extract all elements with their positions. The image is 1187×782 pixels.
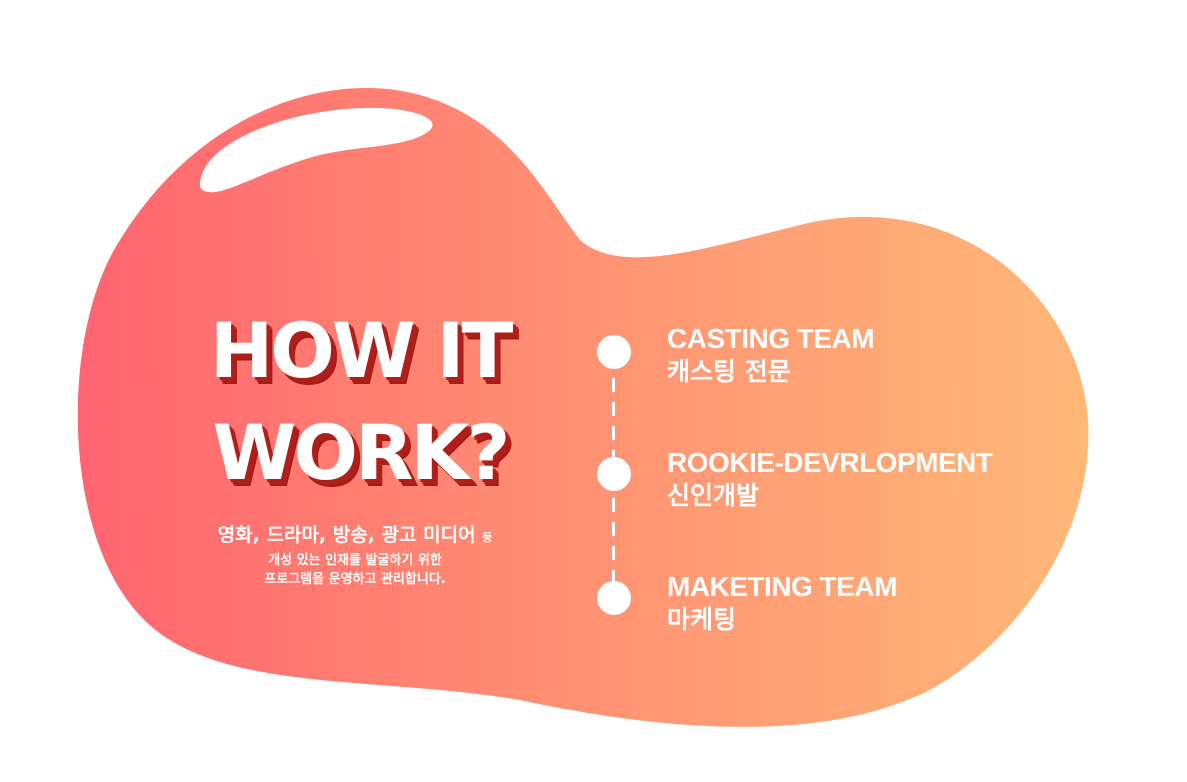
description-line-1-text: 영화, 드라마, 방송, 광고 미디어 — [217, 524, 476, 546]
step-marketing-team: MAKETING TEAM 마케팅 — [667, 570, 897, 636]
step-casting-team: CASTING TEAM 캐스팅 전문 — [667, 322, 875, 388]
description-line-3: 프로그램을 운영하고 관리합니다. — [264, 572, 446, 587]
timeline-dot-2 — [597, 457, 631, 491]
step-title: CASTING TEAM — [667, 323, 875, 354]
timeline-dot-3 — [597, 581, 631, 615]
step-rookie-development: ROOKIE-DEVRLOPMENT 신인개발 — [667, 446, 993, 512]
description-line-1: 영화, 드라마, 방송, 광고 미디어 등 — [185, 522, 525, 551]
step-subtitle: 캐스팅 전문 — [667, 357, 791, 386]
step-subtitle: 신인개발 — [667, 481, 760, 510]
blob-highlight — [200, 107, 433, 193]
step-title: ROOKIE-DEVRLOPMENT — [667, 447, 993, 478]
description: 영화, 드라마, 방송, 광고 미디어 등 개성 있는 인재를 발굴하기 위한 … — [185, 522, 525, 589]
blob-shape — [77, 87, 1089, 727]
timeline-dot-1 — [597, 335, 631, 369]
step-subtitle: 마케팅 — [667, 605, 737, 634]
title-line-2: WORK? — [212, 408, 511, 497]
step-title: MAKETING TEAM — [667, 571, 897, 602]
title-line-1: HOW IT — [209, 306, 514, 395]
timeline — [596, 330, 632, 620]
description-line-1-suffix: 등 — [482, 531, 493, 544]
page-title: HOW IT WORK? — [150, 300, 570, 504]
description-line-2: 개성 있는 인재를 발굴하기 위한 — [268, 553, 442, 568]
